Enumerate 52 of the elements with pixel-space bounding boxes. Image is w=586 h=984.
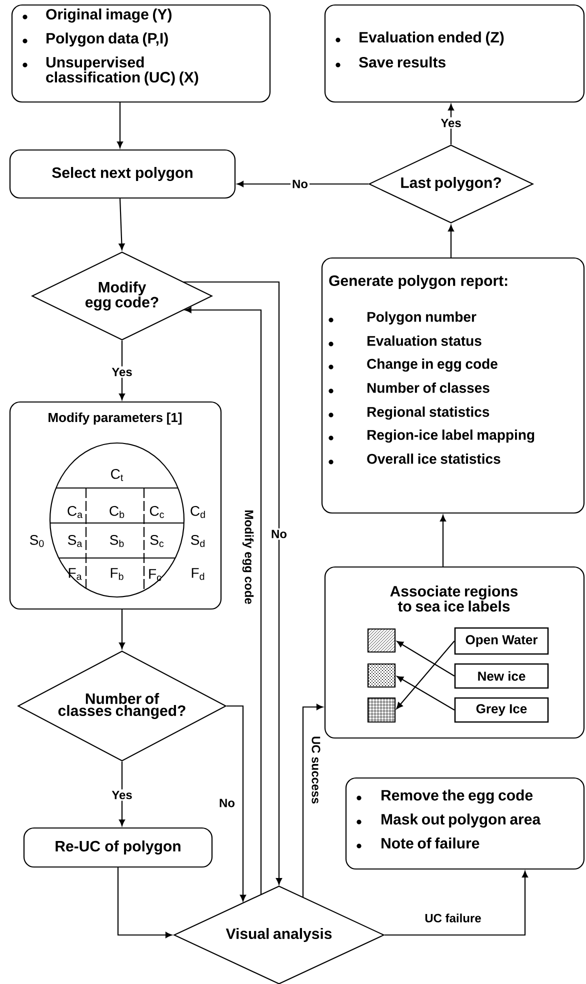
- arrow: [384, 870, 528, 936]
- arrow: [396, 640, 455, 676]
- arrow: [183, 281, 282, 885]
- report-box: Generate polygon report: Polygon number Evaluation status Change in egg code Number of classes Regional statistics Region-ice label mapping Overall ice statistics: [321, 257, 585, 514]
- arrow: [184, 307, 262, 894]
- arrow: [118, 198, 125, 250]
- arrow: [448, 224, 454, 258]
- edge-label: No: [218, 797, 236, 809]
- arrow: [448, 104, 454, 144]
- cell-label: S$_{c}$: [150, 534, 164, 548]
- cell-label: F$_{a}$: [68, 568, 82, 580]
- cell-label: C$_{t}$: [111, 468, 124, 481]
- label-box: Open Water: [454, 627, 549, 655]
- grid-swatch: [367, 697, 396, 723]
- edge-label: No: [290, 178, 310, 190]
- edge-label: UC success: [310, 734, 322, 806]
- process-box: Select next polygon: [9, 149, 236, 199]
- process-box: Re-UC of polygon: [23, 827, 213, 868]
- edge-label: Yes: [110, 789, 134, 801]
- cell-label: C$_{a}$: [68, 506, 83, 518]
- hatched-swatch: [367, 628, 396, 653]
- arrow: [302, 704, 324, 898]
- cell-label: C$_{c}$: [150, 506, 164, 518]
- cell-label: S$_{d}$: [191, 534, 204, 548]
- arrow: [119, 610, 125, 650]
- checkered-swatch: [367, 663, 396, 688]
- arrow: [117, 102, 123, 148]
- edge-label: UC failure: [423, 912, 483, 924]
- edge-label: Modify egg code: [240, 508, 256, 606]
- arrow: [119, 762, 125, 826]
- cell-label: S$_{a}$: [68, 534, 82, 548]
- arrow: [117, 868, 172, 938]
- arrow: [440, 514, 446, 566]
- cell-label: F$_{b}$: [110, 568, 124, 580]
- cell-label: S$_{b}$: [110, 534, 124, 548]
- edge-label: No: [270, 528, 288, 540]
- cell-label: S$_{0}$: [30, 534, 44, 548]
- failure-box: Remove the egg code Mask out polygon area Note of failure: [345, 777, 585, 870]
- label-box: Grey Ice: [454, 697, 549, 723]
- arrow: [396, 676, 455, 710]
- arrow: [236, 180, 368, 188]
- arrow: [119, 340, 125, 400]
- arrow: [396, 640, 455, 710]
- cell-label: C$_{d}$: [190, 506, 205, 518]
- arrow: [226, 705, 246, 902]
- input-box: Original image (Y) Polygon data (P,I) Unsupervised classification (UC) (X): [11, 4, 271, 103]
- edge-label: Yes: [110, 366, 134, 378]
- cell-label: C$_{b}$: [110, 506, 124, 518]
- edge-label: Yes: [439, 117, 463, 129]
- cell-label: F$_{d}$: [192, 568, 204, 580]
- output-box: Evaluation ended (Z) Save results: [324, 4, 585, 103]
- label-box: New ice: [454, 663, 549, 689]
